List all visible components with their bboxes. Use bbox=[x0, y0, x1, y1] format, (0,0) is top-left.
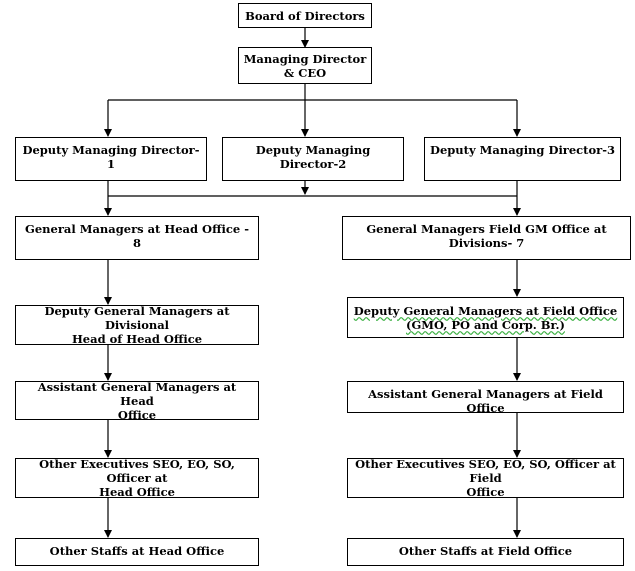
staff-head-office-box: Other Staffs at Head Office bbox=[15, 538, 259, 566]
deputy-md-3-box: Deputy Managing Director-3 bbox=[424, 137, 621, 181]
board-of-directors-box: Board of Directors bbox=[238, 3, 372, 28]
executives-field-office-box: Other Executives SEO, EO, SO, Officer at… bbox=[347, 457, 624, 499]
deputy-md-2-box: Deputy Managing Director-2 bbox=[222, 137, 404, 181]
gm-head-office-box: General Managers at Head Office - 8 bbox=[15, 216, 259, 260]
gm-field-office-box: General Managers Field GM Office at Divi… bbox=[342, 216, 631, 260]
agm-head-office-box: Assistant General Managers at Head Offic… bbox=[15, 380, 259, 422]
deputy-md-1-box: Deputy Managing Director-1 bbox=[15, 137, 207, 181]
executives-head-office-box: Other Executives SEO, EO, SO, Officer at… bbox=[15, 457, 259, 499]
dgm-field-office-box: Deputy General Managers at Field Office … bbox=[347, 297, 624, 338]
managing-director-box: Managing Director & CEO bbox=[238, 47, 372, 84]
dgm-head-office-box: Deputy General Managers at Divisional He… bbox=[15, 304, 259, 346]
agm-field-office-box: Assistant General Managers at Field Offi… bbox=[347, 381, 624, 415]
staff-field-office-box: Other Staffs at Field Office bbox=[347, 538, 624, 566]
